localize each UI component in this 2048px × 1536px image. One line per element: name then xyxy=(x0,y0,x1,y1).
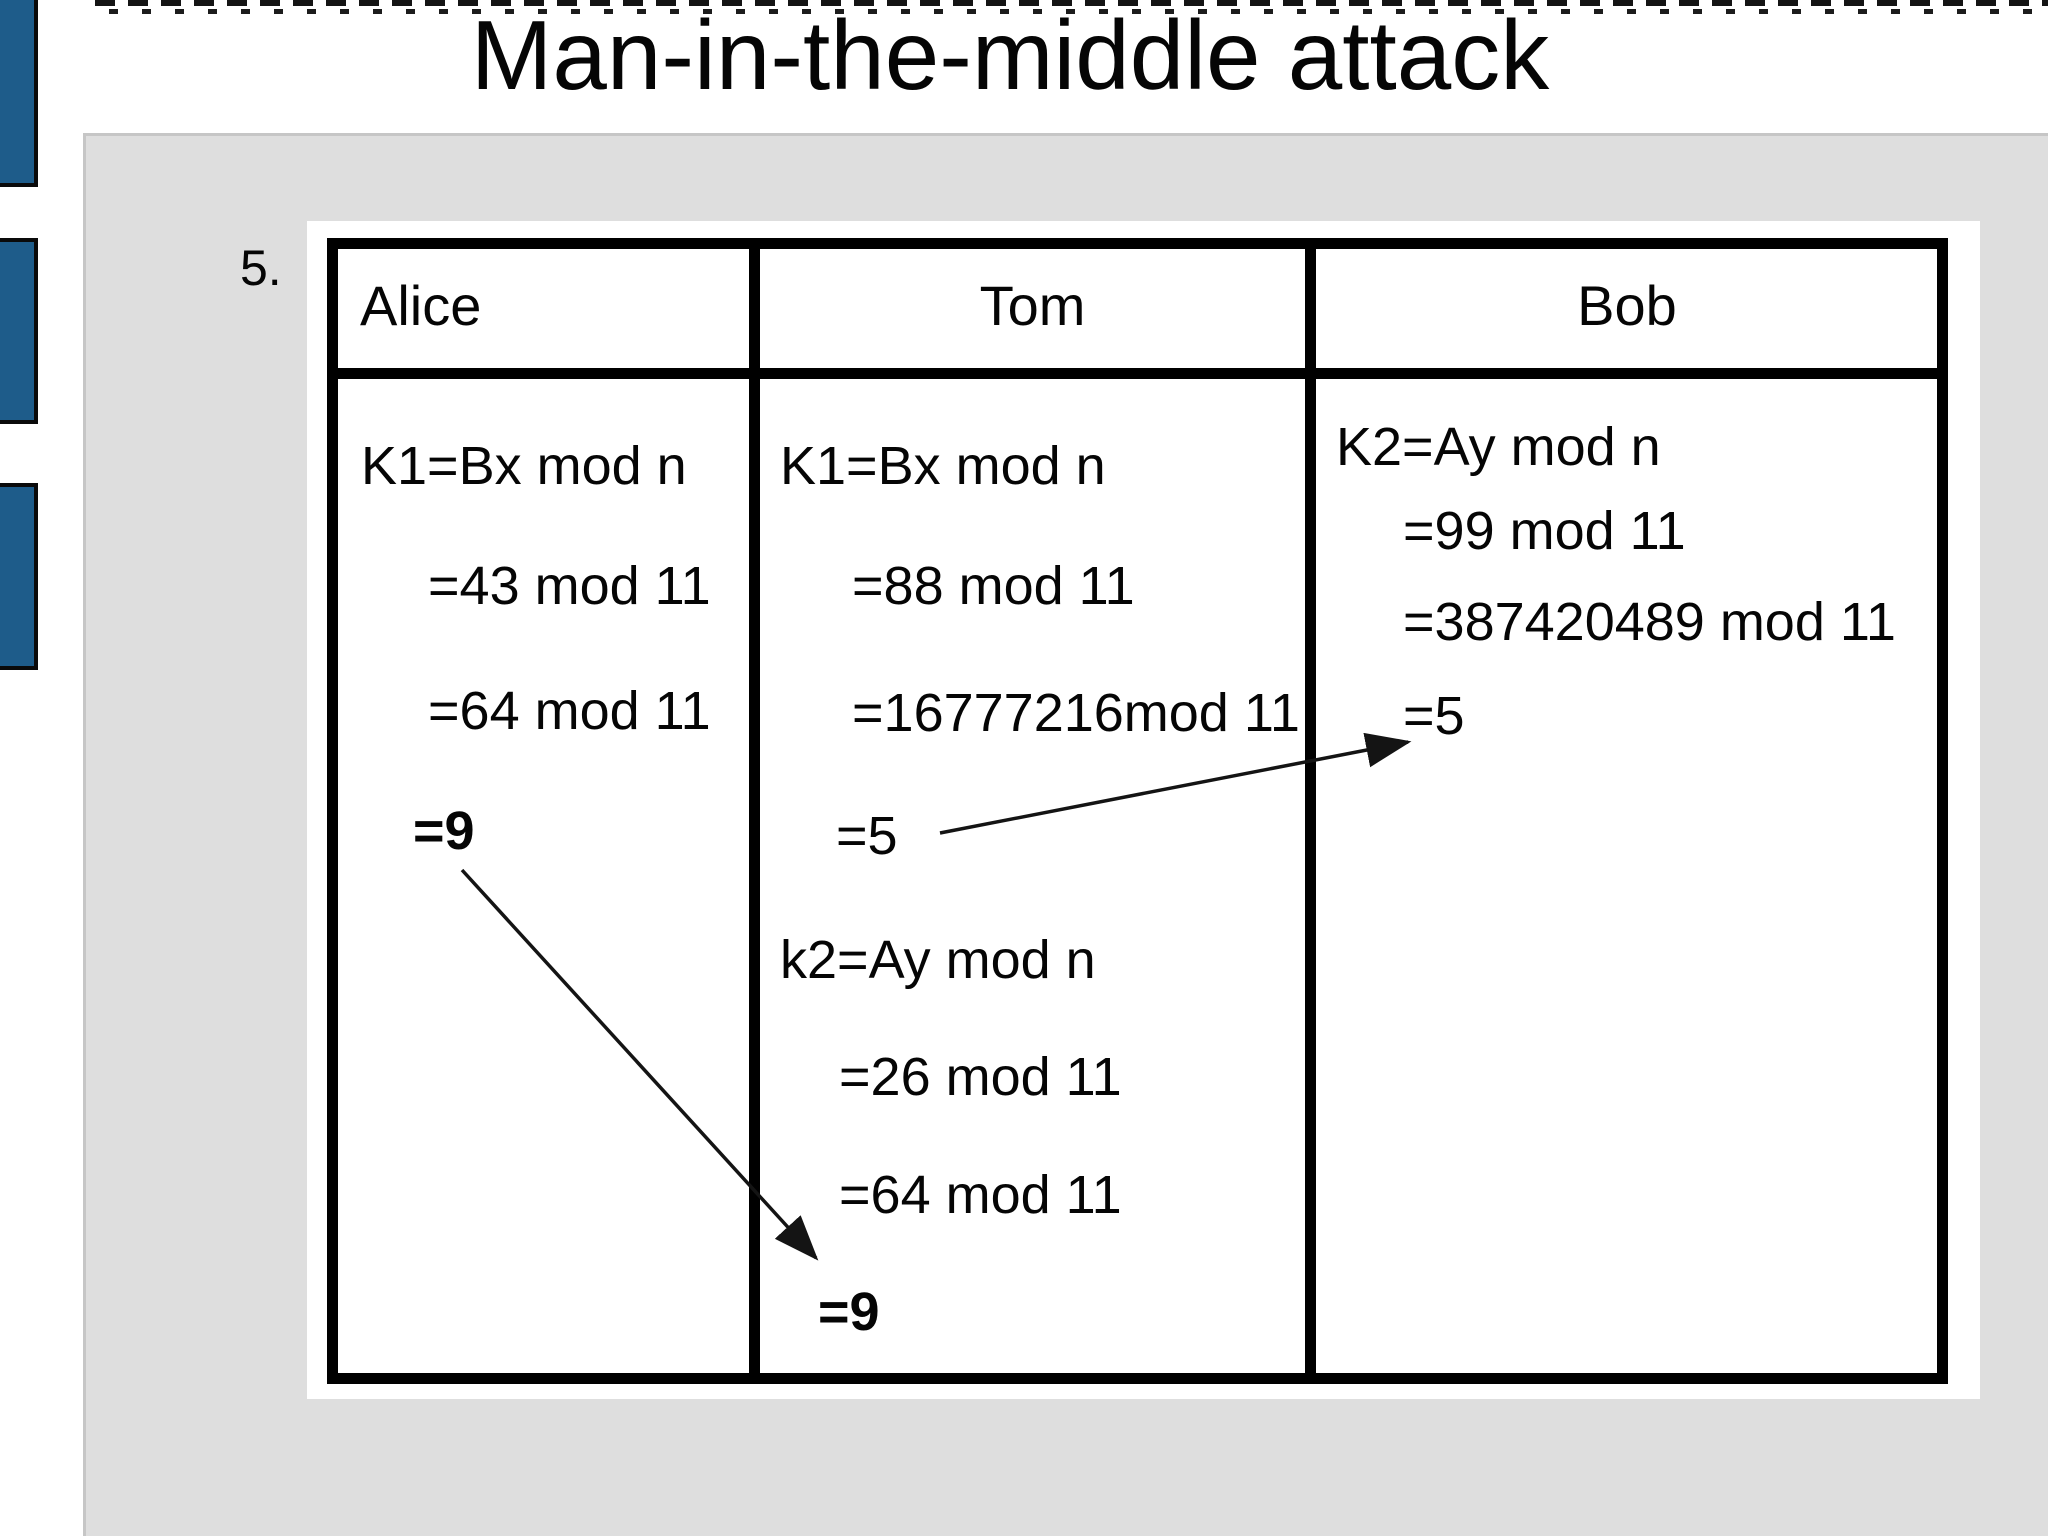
column-header-alice: Alice xyxy=(360,274,482,337)
column-header-bob: Bob xyxy=(1577,274,1677,337)
tom-line: =64 mod 11 xyxy=(839,1165,1122,1225)
left-accent-bar xyxy=(0,238,38,424)
tom-line: =26 mod 11 xyxy=(839,1047,1122,1107)
tom-line: k2=Ay mod n xyxy=(780,930,1096,990)
dashed-selection-border-top xyxy=(95,0,2048,6)
bob-line: =387420489 mod 11 xyxy=(1403,592,1896,652)
tom-line: =88 mod 11 xyxy=(852,556,1135,616)
alice-line: =64 mod 11 xyxy=(428,681,711,741)
bob-line: =5 xyxy=(1403,686,1465,746)
header-row-divider xyxy=(327,368,1948,379)
alice-line: =43 mod 11 xyxy=(428,556,711,616)
column-header-tom: Tom xyxy=(979,274,1086,337)
dh-key-exchange-table xyxy=(327,238,1948,1384)
tom-line: =16777216mod 11 xyxy=(852,683,1300,743)
column-divider-alice-tom xyxy=(749,238,760,1384)
tom-line: K1=Bx mod n xyxy=(780,436,1106,496)
step-number-label: 5. xyxy=(240,240,282,296)
tom-result-line: =9 xyxy=(818,1282,880,1342)
left-accent-bar xyxy=(0,0,38,187)
slide-title: Man-in-the-middle attack xyxy=(470,0,1550,110)
tom-line: =5 xyxy=(836,806,898,866)
bob-line: =99 mod 11 xyxy=(1403,501,1686,561)
bob-line: K2=Ay mod n xyxy=(1336,417,1661,477)
alice-line: K1=Bx mod n xyxy=(361,436,687,496)
dashed-selection-border-top-secondary xyxy=(95,9,2048,14)
column-divider-tom-bob xyxy=(1305,238,1316,1384)
left-accent-bar xyxy=(0,483,38,670)
alice-result-line: =9 xyxy=(413,801,475,861)
